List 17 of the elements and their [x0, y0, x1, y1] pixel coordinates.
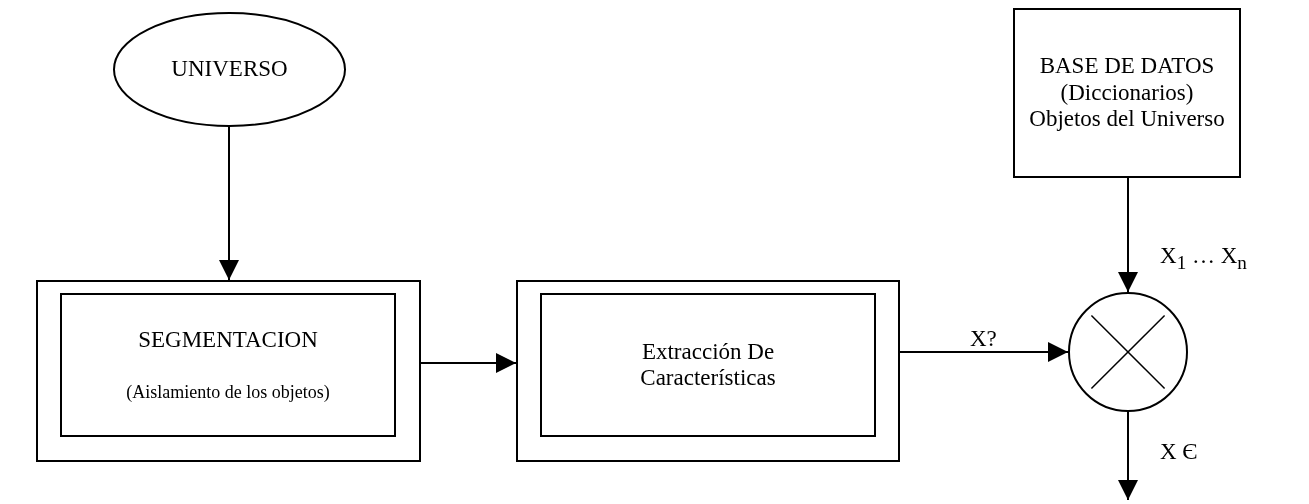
node-subtitle: (Aislamiento de los objetos)	[126, 381, 330, 403]
node-title: SEGMENTACION	[138, 327, 318, 354]
arrow	[1118, 177, 1138, 293]
outer-box	[36, 280, 421, 462]
process-box	[540, 293, 876, 437]
arrow	[420, 353, 517, 373]
arrow	[1118, 411, 1138, 501]
ellipse-node	[113, 12, 346, 127]
arrow	[899, 342, 1069, 362]
process-box	[60, 293, 396, 437]
node-title: BASE DE DATOS (Diccionarios) Objetos del Universo	[1028, 53, 1226, 133]
node-title: UNIVERSO	[171, 56, 288, 83]
node-title: Extracción De Características	[640, 338, 776, 392]
process-box	[1013, 8, 1241, 178]
arrow	[219, 126, 239, 281]
comparator-circle	[1068, 292, 1188, 412]
outer-box	[516, 280, 900, 462]
